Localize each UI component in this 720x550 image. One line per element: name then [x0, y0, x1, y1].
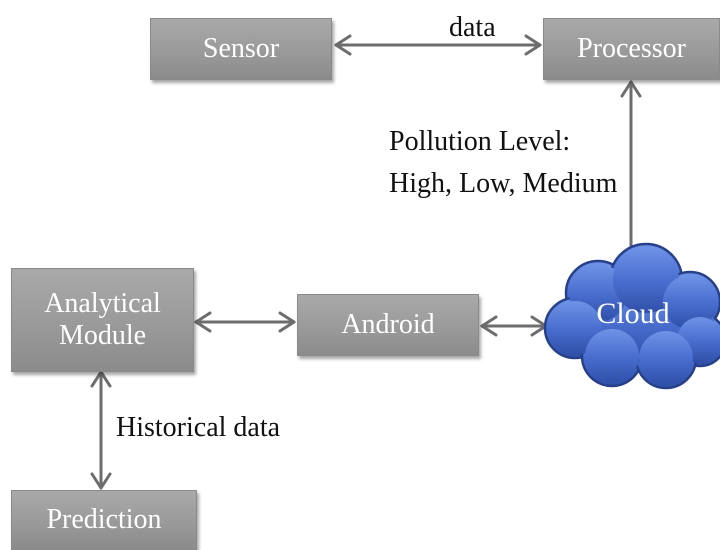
analytical-module-node: Analytical Module [11, 268, 194, 372]
cloud-node-label: Cloud [596, 297, 670, 330]
arrow-android-cloud [480, 315, 548, 337]
edge-label-pollution-values: High, Low, Medium [389, 168, 618, 199]
processor-node: Processor [543, 18, 720, 80]
cloud-shape-icon [543, 242, 720, 390]
android-node: Android [297, 294, 479, 356]
arrow-analytical-android [194, 311, 296, 333]
arrow-processor-cloud [620, 80, 642, 272]
arrow-analytical-prediction [90, 370, 112, 490]
sensor-node: Sensor [150, 18, 332, 80]
edge-label-pollution-level: Pollution Level: [389, 126, 571, 157]
edge-label-data: data [449, 12, 496, 43]
prediction-node: Prediction [11, 490, 197, 550]
arrow-sensor-processor [334, 34, 542, 56]
edge-label-historical-data: Historical data [116, 412, 281, 443]
